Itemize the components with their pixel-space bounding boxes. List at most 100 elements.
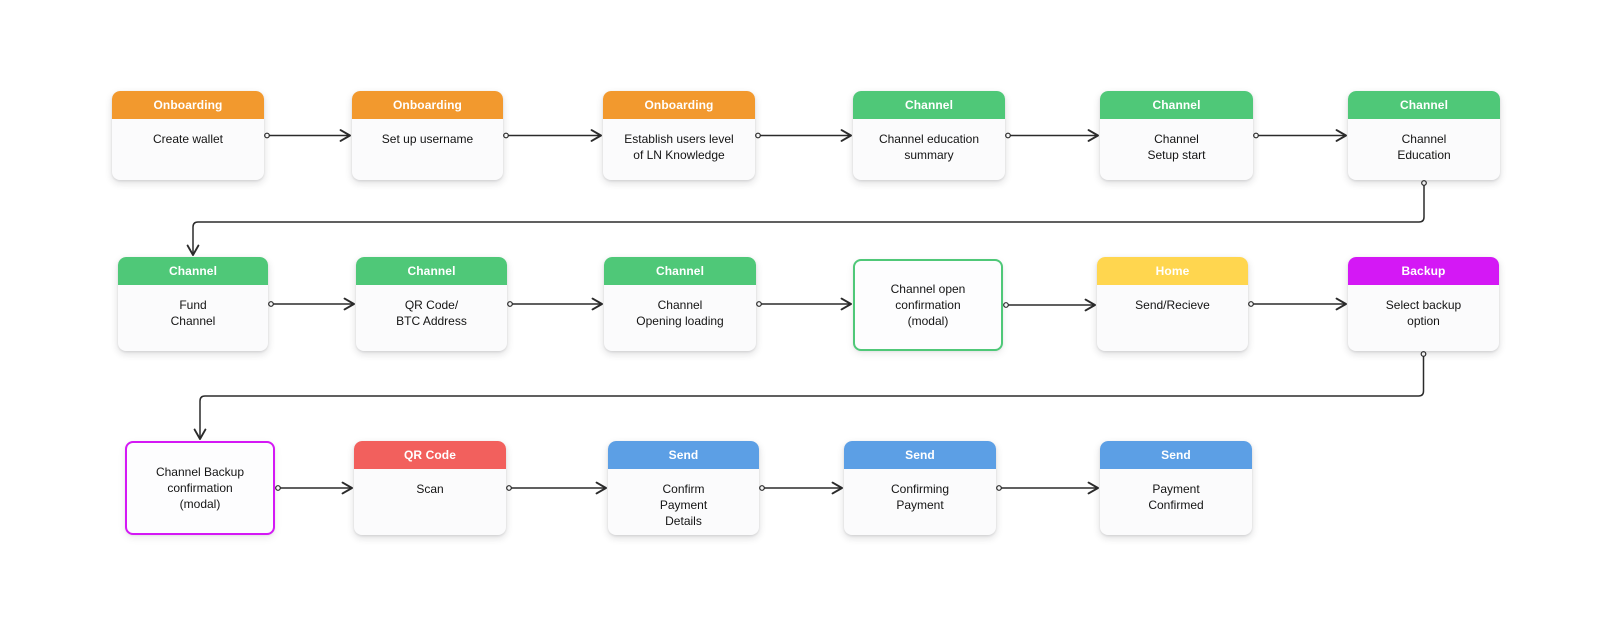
edge-start-dot	[264, 132, 270, 139]
node-body-channel-education-summary: Channel education summary	[853, 119, 1005, 180]
node-header-confirming-payment: Send	[844, 441, 996, 469]
edge-channel-education-to-fund-channel[interactable]	[186, 180, 1427, 256]
edge-start-dot	[506, 485, 512, 491]
node-title: QR Code/ BTC Address	[396, 298, 467, 328]
node-title: Payment Confirmed	[1148, 482, 1204, 512]
edge-confirming-payment-to-payment-confirmed[interactable]	[996, 481, 1099, 495]
node-title: Channel Setup start	[1147, 132, 1206, 162]
node-header-channel-setup-start: Channel	[1100, 91, 1253, 119]
node-header-select-backup-option: Backup	[1348, 257, 1499, 285]
node-body-set-up-username: Set up username	[352, 119, 503, 180]
edge-start-dot	[996, 485, 1002, 491]
edge-create-wallet-to-set-up-username[interactable]	[264, 129, 351, 142]
edge-channel-opening-loading-to-channel-open-confirmation[interactable]	[756, 297, 852, 311]
node-tag-label: Home	[1155, 264, 1190, 278]
node-header-establish-ln-knowledge: Onboarding	[603, 91, 755, 119]
node-tag-label: Send	[668, 448, 699, 462]
edge-channel-setup-start-to-channel-education[interactable]	[1253, 129, 1347, 142]
edge-scan-to-confirm-payment-details[interactable]	[506, 481, 607, 495]
node-tag-label: Send	[1161, 448, 1191, 462]
node-body-channel-setup-start: Channel Setup start	[1100, 119, 1253, 180]
edge-fund-channel-to-qr-code-btc-address[interactable]	[268, 297, 355, 311]
node-header-channel-education: Channel	[1348, 91, 1500, 119]
node-title: Scan	[416, 482, 444, 496]
edge-line[interactable]	[186, 185, 1425, 256]
node-title: Channel education summary	[878, 132, 980, 162]
edge-channel-open-confirmation-to-send-recieve[interactable]	[1003, 298, 1096, 312]
node-title: Channel Opening loading	[636, 298, 724, 328]
node-body-qr-code-btc-address: QR Code/ BTC Address	[356, 285, 507, 351]
node-tag-label: Channel	[904, 98, 954, 112]
edge-line[interactable]	[193, 356, 1425, 440]
edge-start-dot	[275, 485, 281, 491]
edge-start-dot	[1003, 302, 1009, 308]
node-title: Create wallet	[152, 132, 224, 146]
node-tag-label: Channel	[1399, 98, 1449, 112]
edge-start-dot	[1253, 132, 1259, 139]
edge-start-dot	[755, 132, 761, 139]
edge-channel-education-summary-to-channel-setup-start[interactable]	[1005, 129, 1099, 142]
node-body-channel-open-confirmation: Channel open confirmation (modal)	[855, 261, 1001, 349]
node-body-send-recieve: Send/Recieve	[1097, 285, 1248, 351]
node-title: Establish users level of LN Knowledge	[624, 132, 734, 162]
node-body-channel-education: Channel Education	[1348, 119, 1500, 180]
node-title: Set up username	[381, 132, 474, 146]
node-header-channel-education-summary: Channel	[853, 91, 1005, 119]
node-header-qr-code-btc-address: Channel	[356, 257, 507, 285]
node-header-create-wallet: Onboarding	[112, 91, 264, 119]
node-header-send-recieve: Home	[1097, 257, 1248, 285]
edge-start-dot	[503, 132, 509, 139]
node-title: Fund Channel	[170, 298, 216, 328]
edge-confirm-payment-details-to-confirming-payment[interactable]	[759, 481, 843, 495]
node-tag-label: Backup	[1401, 264, 1446, 278]
edge-establish-ln-knowledge-to-channel-education-summary[interactable]	[755, 129, 852, 142]
edge-send-recieve-to-select-backup-option[interactable]	[1248, 297, 1347, 311]
node-tag-label: Channel	[655, 264, 705, 278]
node-body-channel-opening-loading: Channel Opening loading	[604, 285, 756, 351]
node-body-establish-ln-knowledge: Establish users level of LN Knowledge	[603, 119, 755, 180]
edge-start-dot	[507, 301, 513, 307]
node-body-confirm-payment-details: Confirm Payment Details	[608, 469, 759, 535]
node-body-select-backup-option: Select backup option	[1348, 285, 1499, 351]
node-channel-open-confirmation[interactable]: Channel open confirmation (modal)	[853, 259, 1003, 351]
node-qr-code-btc-address[interactable]: Channel QR Code/ BTC Address	[356, 257, 507, 351]
node-title: Select backup option	[1385, 298, 1462, 328]
node-tag-label: Onboarding	[393, 98, 462, 112]
edge-channel-backup-confirmation-to-scan[interactable]	[275, 481, 353, 495]
node-title: Confirming Payment	[890, 482, 950, 512]
edge-start-dot	[759, 485, 765, 491]
edge-qr-code-btc-address-to-channel-opening-loading[interactable]	[507, 297, 603, 311]
node-body-payment-confirmed: Payment Confirmed	[1100, 469, 1252, 535]
node-channel-backup-confirmation[interactable]: Channel Backup confirmation (modal)	[125, 441, 275, 535]
node-tag-label: Channel	[407, 264, 456, 278]
node-header-confirm-payment-details: Send	[608, 441, 759, 469]
node-title: Channel Education	[1397, 132, 1451, 162]
node-body-channel-backup-confirmation: Channel Backup confirmation (modal)	[127, 443, 273, 533]
node-header-channel-opening-loading: Channel	[604, 257, 756, 285]
node-body-fund-channel: Fund Channel	[118, 285, 268, 351]
node-title: Channel Backup confirmation (modal)	[155, 465, 245, 511]
edge-select-backup-option-to-channel-backup-confirmation[interactable]	[193, 351, 1427, 440]
edge-start-dot	[756, 301, 762, 307]
node-body-scan: Scan	[354, 469, 506, 535]
edge-set-up-username-to-establish-ln-knowledge[interactable]	[503, 129, 602, 142]
edge-start-dot	[1420, 351, 1427, 357]
node-title: Channel open confirmation (modal)	[890, 282, 966, 328]
node-header-payment-confirmed: Send	[1100, 441, 1252, 469]
